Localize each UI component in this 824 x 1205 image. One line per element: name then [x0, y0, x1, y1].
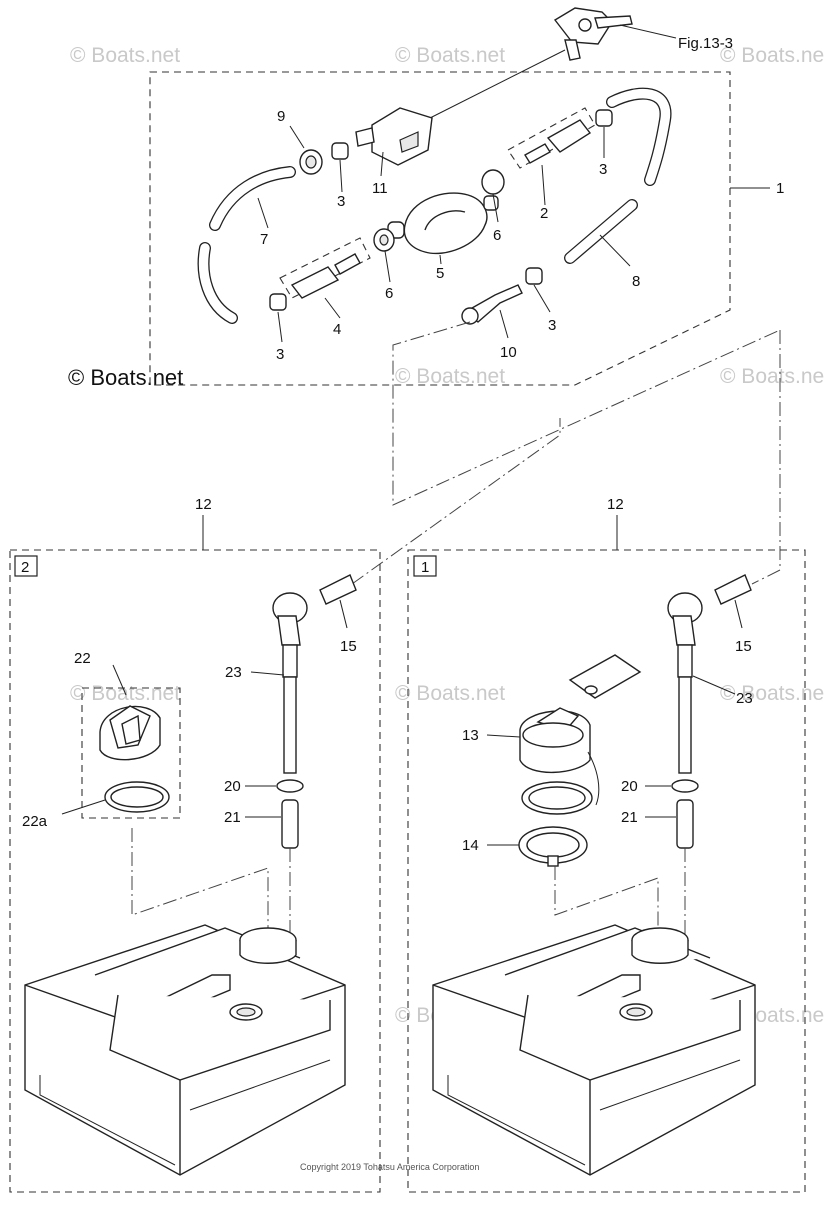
- connector-fitting: [553, 7, 633, 61]
- callout-22: 22: [74, 650, 91, 667]
- callout-11: 11: [372, 180, 388, 197]
- connection-line: [392, 321, 781, 506]
- callout-5: 5: [436, 265, 444, 282]
- watermark: © Boats.net: [395, 44, 505, 67]
- callout-20: 20: [224, 778, 241, 795]
- fuel-tank-variant-1: 12 1 13 14 15 23 20: [407, 496, 806, 1193]
- fuel-line-assembly: Fig.13-3: [149, 7, 784, 386]
- callout-7: 7: [260, 231, 268, 248]
- callout-10: 10: [500, 344, 517, 361]
- callout-21: 21: [224, 809, 241, 826]
- watermark: © Boats.net: [720, 365, 824, 388]
- fuel-connector-block: [355, 107, 433, 166]
- variant-boundary: [407, 549, 806, 1193]
- connection-line: [351, 418, 561, 585]
- copyright-text: Copyright 2019 Tohatsu America Corporati…: [300, 1162, 479, 1172]
- callout-22a: 22a: [22, 813, 48, 830]
- watermark-main: © Boats.net: [68, 365, 183, 390]
- callout-21: 21: [621, 809, 638, 826]
- callout-12: 12: [195, 496, 212, 513]
- watermarks: © Boats.net © Boats.net © Boats.net © Bo…: [70, 44, 824, 1027]
- callout-8: 8: [632, 273, 640, 290]
- callout-23: 23: [225, 664, 242, 681]
- callout-9: 9: [277, 108, 285, 125]
- figure-reference: Fig.13-3: [678, 35, 733, 52]
- variant-tag: 2: [21, 559, 29, 576]
- watermark: © Boats.net: [720, 44, 824, 67]
- connection-line: [751, 330, 781, 585]
- callout-13: 13: [462, 727, 479, 744]
- callout-1: 1: [776, 180, 784, 197]
- assembly-boundary: [149, 71, 731, 386]
- callout-3: 3: [337, 193, 345, 210]
- watermark: © Boats.net: [70, 44, 180, 67]
- watermark: © Boats.net: [395, 365, 505, 388]
- variant-tag: 1: [421, 559, 429, 576]
- callout-2: 2: [540, 205, 548, 222]
- callout-3: 3: [548, 317, 556, 334]
- callout-20: 20: [621, 778, 638, 795]
- watermark: © Boats.net: [395, 682, 505, 705]
- watermark: © Boats.net: [720, 682, 824, 705]
- callout-15: 15: [735, 638, 752, 655]
- fuel-tank-variant-2: 12 2 22 22a 15 23 20 21: [9, 496, 381, 1193]
- primer-bulb: [387, 192, 499, 255]
- callout-12: 12: [607, 496, 624, 513]
- variant-boundary: [9, 549, 381, 1193]
- callout-3: 3: [276, 346, 284, 363]
- callout-6: 6: [385, 285, 393, 302]
- callout-3: 3: [599, 161, 607, 178]
- callout-15: 15: [340, 638, 357, 655]
- callout-14: 14: [462, 837, 479, 854]
- callout-6: 6: [493, 227, 501, 244]
- callout-4: 4: [333, 321, 341, 338]
- callout-23: 23: [736, 690, 753, 707]
